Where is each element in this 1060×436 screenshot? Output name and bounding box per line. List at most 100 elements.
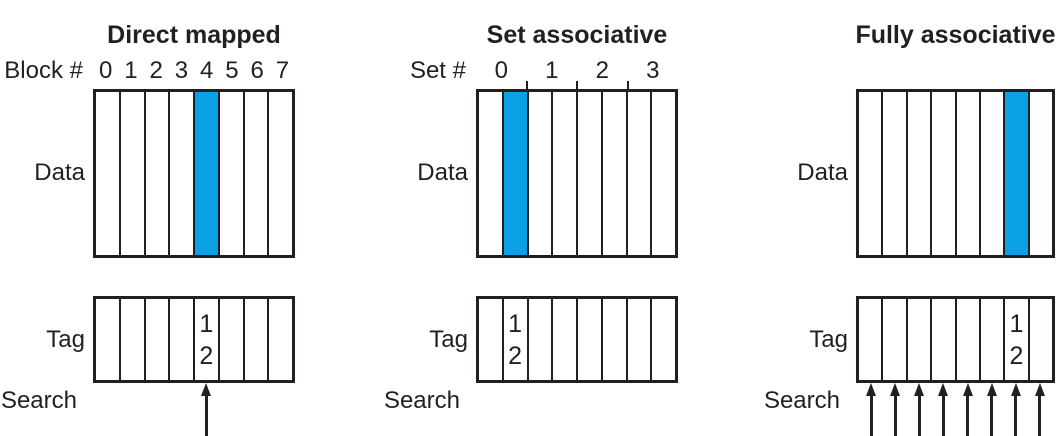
tag-cell: [146, 299, 171, 380]
tag-cell: [859, 299, 884, 380]
data-cell: [220, 92, 245, 255]
arrow-head-icon: [914, 383, 925, 396]
panel-title: Set associative: [486, 20, 668, 49]
tag-label: Tag: [809, 326, 848, 353]
arrow-shaft: [1014, 394, 1018, 436]
search-label: Search: [763, 387, 840, 414]
tag-cell: [908, 299, 933, 380]
data-label: Data: [417, 159, 468, 186]
header-number: 1: [545, 57, 559, 84]
set-boundary-tick: [626, 81, 629, 89]
data-label: Data: [797, 159, 848, 186]
data-cell: [603, 92, 628, 255]
search-label: Search: [0, 387, 77, 414]
data-cell: [578, 92, 603, 255]
data-cell: [529, 92, 554, 255]
header-number: 3: [174, 57, 189, 84]
data-cell: [1030, 92, 1052, 255]
arrow-head-icon: [1034, 383, 1045, 396]
tag-label: Tag: [429, 326, 468, 353]
tag-cell: [981, 299, 1006, 380]
tag-cell: [957, 299, 981, 380]
tag-cell: [121, 299, 146, 380]
tag-cell: [170, 299, 195, 380]
search-arrow: [889, 383, 901, 436]
search-arrow: [986, 383, 998, 436]
data-cell: [883, 92, 908, 255]
data-cell: [553, 92, 578, 255]
data-array: [93, 89, 295, 258]
data-cell: [981, 92, 1006, 255]
header-number: 2: [595, 57, 609, 84]
data-cell: [96, 92, 121, 255]
arrow-shaft: [893, 394, 897, 436]
tag-cell: [628, 299, 653, 380]
data-label: Data: [34, 159, 85, 186]
arrow-head-icon: [962, 383, 973, 396]
arrow-head-icon: [201, 383, 212, 396]
tag-cell: [603, 299, 628, 380]
panel-title: Fully associative: [855, 20, 1056, 49]
tag-cell: [553, 299, 578, 380]
data-cell: [146, 92, 171, 255]
header-number: 4: [199, 57, 214, 84]
highlighted-data-cell: [1005, 92, 1030, 255]
arrow-head-icon: [986, 383, 997, 396]
search-arrow: [1034, 383, 1046, 436]
tag-value-line: 1: [508, 309, 523, 338]
search-arrow: [1010, 383, 1022, 436]
arrow-head-icon: [890, 383, 901, 396]
set-boundary-tick: [525, 81, 528, 89]
search-arrow: [962, 383, 974, 436]
set-number-label: Set #: [409, 57, 466, 84]
tag-cell: [578, 299, 603, 380]
data-cell: [121, 92, 146, 255]
block-number-label: Block #: [4, 57, 83, 84]
data-cell: [859, 92, 884, 255]
arrow-shaft: [966, 394, 970, 436]
tag-cell: [479, 299, 504, 380]
arrow-shaft: [869, 394, 873, 436]
data-cell: [245, 92, 270, 255]
search-arrow: [200, 383, 212, 436]
highlighted-data-cell: [195, 92, 220, 255]
tag-cell: [529, 299, 554, 380]
data-array: [476, 89, 678, 258]
search-arrow: [865, 383, 877, 436]
set-boundary-tick: [576, 81, 578, 89]
tag-cell: [1030, 299, 1052, 380]
arrow-head-icon: [866, 383, 877, 396]
tag-value-line: 2: [199, 341, 214, 370]
tag-cell: [932, 299, 957, 380]
arrow-shaft: [990, 394, 994, 436]
header-number: 1: [124, 57, 138, 84]
tag-value-line: 2: [1009, 341, 1024, 370]
panel-title: Direct mapped: [107, 20, 281, 49]
header-number: 0: [98, 57, 113, 84]
arrow-shaft: [1038, 394, 1042, 436]
arrow-shaft: [917, 394, 921, 436]
highlighted-data-cell: [503, 92, 529, 255]
header-number: 5: [225, 57, 239, 84]
tag-cell: [883, 299, 908, 380]
data-cell: [628, 92, 653, 255]
data-cell: [957, 92, 981, 255]
tag-cell: [245, 299, 270, 380]
data-cell: [908, 92, 933, 255]
search-arrow: [913, 383, 925, 436]
data-array: [856, 89, 1055, 258]
arrow-head-icon: [938, 383, 949, 396]
header-number: 3: [646, 57, 660, 84]
header-number: 2: [149, 57, 163, 84]
data-cell: [170, 92, 195, 255]
arrow-shaft: [204, 394, 208, 436]
tag-cell: [220, 299, 245, 380]
tag-cell: [96, 299, 121, 380]
